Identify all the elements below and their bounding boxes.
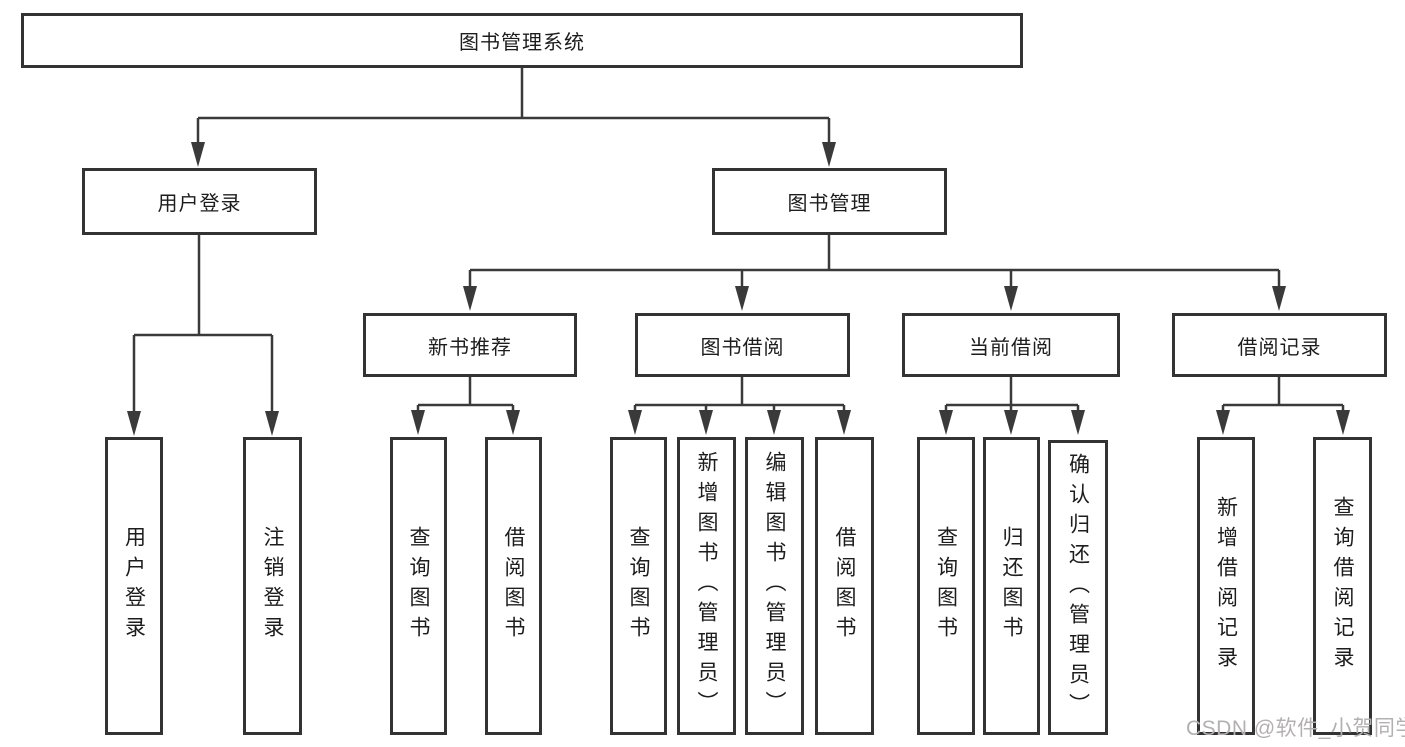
node-new-book-recommendation: 新书推荐	[363, 313, 577, 377]
leaf-label: 查询图书	[407, 526, 430, 646]
node-label: 新书推荐	[428, 336, 512, 359]
leaf-query-borrow-record: 查询借阅记录	[1313, 437, 1372, 735]
leaf-label: 借阅图书	[502, 526, 525, 646]
node-book-borrowing: 图书借阅	[635, 313, 850, 377]
node-label: 借阅记录	[1237, 336, 1322, 359]
leaf-borrow-books-recommend: 借阅图书	[485, 437, 542, 735]
node-label: 当前借阅	[969, 336, 1053, 359]
leaf-add-borrow-record: 新增借阅记录	[1197, 437, 1255, 735]
leaf-label: 查询借阅记录	[1331, 496, 1354, 676]
node-label: 用户登录	[157, 193, 242, 215]
node-library-management-system: 图书管理系统	[21, 13, 1023, 68]
node-label: 图书管理	[787, 193, 872, 215]
leaf-return-books: 归还图书	[983, 437, 1040, 735]
node-current-borrowing: 当前借阅	[902, 313, 1120, 377]
leaf-add-books-admin: 新增图书（管理员）	[677, 437, 736, 735]
leaf-query-books-current: 查询图书	[917, 437, 975, 735]
leaf-edit-books-admin: 编辑图书（管理员）	[745, 437, 804, 735]
leaf-label: 用户登录	[122, 526, 146, 646]
csdn-watermark: CSDN @软件_小贺同学	[1186, 717, 1405, 740]
leaf-borrow-books: 借阅图书	[815, 437, 874, 735]
leaf-label: 确认归还（管理员）	[1066, 452, 1090, 723]
node-borrowing-records: 借阅记录	[1172, 313, 1387, 377]
leaf-confirm-return-admin: 确认归还（管理员）	[1048, 440, 1108, 735]
leaf-label: 查询图书	[627, 526, 650, 646]
leaf-query-books-recommend: 查询图书	[390, 437, 447, 735]
node-book-management: 图书管理	[712, 168, 947, 235]
leaf-label: 注销登录	[261, 526, 284, 646]
node-label: 图书借阅	[700, 336, 785, 359]
leaf-label: 新增借阅记录	[1214, 496, 1238, 676]
node-user-login: 用户登录	[82, 168, 317, 235]
leaf-label: 查询图书	[934, 526, 958, 646]
node-label: 图书管理系统	[459, 32, 585, 54]
leaf-label: 归还图书	[1000, 526, 1023, 646]
leaf-label: 编辑图书（管理员）	[763, 451, 786, 721]
connector-paths	[132, 68, 1345, 415]
leaf-user-login: 用户登录	[105, 437, 163, 735]
leaf-query-books-borrowing: 查询图书	[610, 437, 667, 735]
leaf-logout-login: 注销登录	[243, 437, 302, 735]
leaf-label: 借阅图书	[833, 526, 856, 646]
leaf-label: 新增图书（管理员）	[695, 451, 718, 721]
arrowheads	[127, 142, 1350, 436]
